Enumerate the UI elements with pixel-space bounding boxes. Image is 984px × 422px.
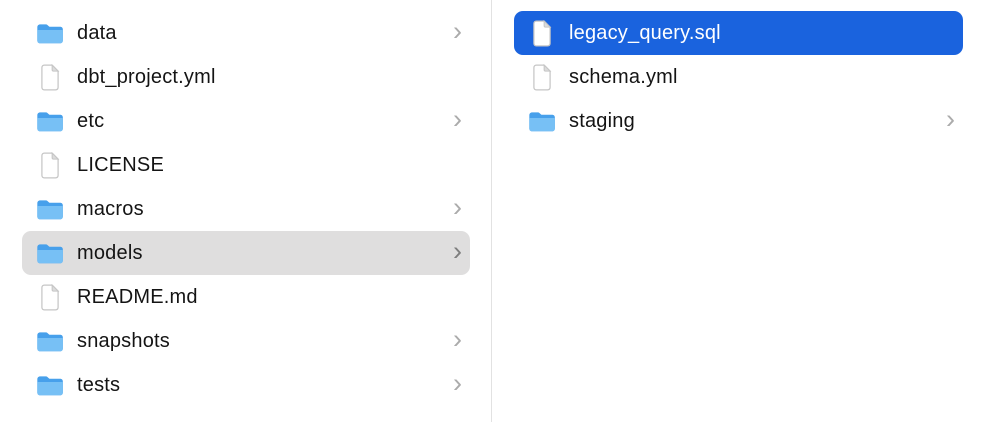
row-legacy-query-sql-selected[interactable]: legacy_query.sql — [514, 11, 963, 55]
item-label: README.md — [77, 285, 198, 308]
row-dbt-project-yml[interactable]: dbt_project.yml — [22, 55, 470, 99]
folder-icon — [36, 239, 64, 267]
row-data[interactable]: data › — [22, 11, 470, 55]
file-icon — [36, 151, 64, 179]
row-models-selected[interactable]: models › — [22, 231, 470, 275]
folder-icon — [36, 327, 64, 355]
chevron-right-icon: › — [453, 235, 462, 266]
item-label: staging — [569, 109, 635, 132]
row-snapshots[interactable]: snapshots › — [22, 319, 470, 363]
file-icon — [36, 63, 64, 91]
folder-icon — [36, 107, 64, 135]
chevron-right-icon: › — [453, 323, 462, 354]
item-label: dbt_project.yml — [77, 65, 216, 88]
file-icon — [528, 19, 556, 47]
finder-column-left: data › dbt_project.yml etc › LICENSE mac… — [0, 0, 491, 422]
finder-column-right: legacy_query.sql schema.yml staging › — [492, 0, 984, 422]
item-label: data — [77, 21, 117, 44]
folder-icon — [528, 107, 556, 135]
item-label: etc — [77, 109, 105, 132]
row-license[interactable]: LICENSE — [22, 143, 470, 187]
row-etc[interactable]: etc › — [22, 99, 470, 143]
row-tests[interactable]: tests › — [22, 363, 470, 407]
item-label: models — [77, 241, 143, 264]
folder-icon — [36, 371, 64, 399]
item-label: schema.yml — [569, 65, 678, 88]
column-divider[interactable] — [491, 0, 492, 422]
item-label: macros — [77, 197, 144, 220]
row-readme-md[interactable]: README.md — [22, 275, 470, 319]
item-label: LICENSE — [77, 153, 164, 176]
chevron-right-icon: › — [453, 15, 462, 46]
folder-icon — [36, 195, 64, 223]
item-label: legacy_query.sql — [569, 21, 721, 44]
folder-icon — [36, 19, 64, 47]
item-label: snapshots — [77, 329, 170, 352]
chevron-right-icon: › — [453, 103, 462, 134]
chevron-right-icon: › — [453, 191, 462, 222]
row-schema-yml[interactable]: schema.yml — [514, 55, 963, 99]
chevron-right-icon: › — [946, 103, 955, 134]
row-staging[interactable]: staging › — [514, 99, 963, 143]
item-label: tests — [77, 373, 121, 396]
chevron-right-icon: › — [453, 367, 462, 398]
row-macros[interactable]: macros › — [22, 187, 470, 231]
file-icon — [36, 283, 64, 311]
file-icon — [528, 63, 556, 91]
